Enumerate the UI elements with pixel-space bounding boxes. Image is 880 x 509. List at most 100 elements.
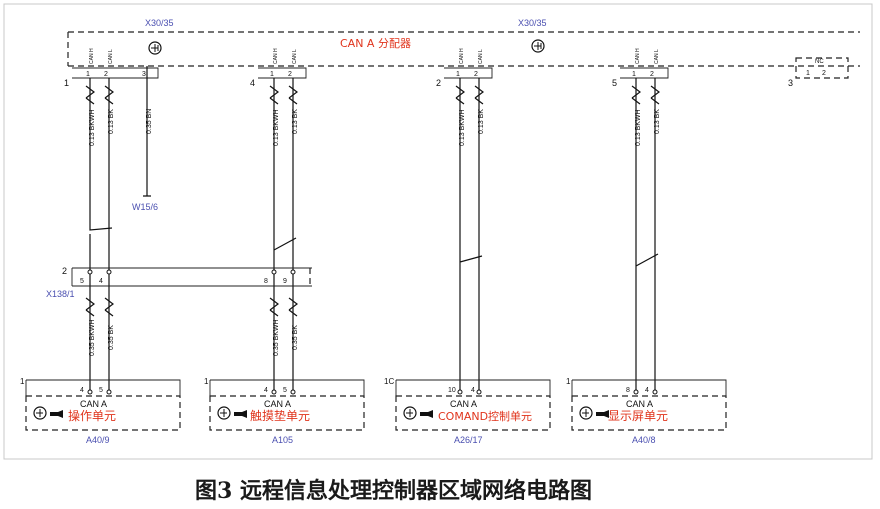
unit-pin: 4: [264, 387, 268, 394]
unit-pin: 5: [283, 387, 287, 394]
unit-can: CAN A: [264, 399, 291, 409]
nc-label: NC: [815, 59, 824, 65]
wire-bn: [143, 66, 151, 197]
x138-label: X138/1: [46, 289, 75, 299]
x138-terminals: [87, 269, 296, 275]
distributor-title: CAN A 分配器: [340, 37, 411, 50]
unit-name: 显示屏单元: [608, 409, 668, 423]
wire-label: 0.35 BK: [108, 325, 115, 350]
unit-pin: 8: [626, 387, 630, 394]
x138-pin: 5: [80, 278, 84, 285]
unit-pin: 1C: [384, 377, 394, 386]
x138-pin: 9: [283, 278, 287, 285]
can-h-label: CAN H: [459, 48, 465, 64]
nc-pin-1: 1: [806, 70, 810, 77]
pin-label-5: 5: [612, 78, 617, 88]
wire-label: 0.35 BKWH: [273, 319, 280, 356]
wire-label: 0.13 BKWH: [89, 109, 96, 146]
wire-label: 0.13 BK: [478, 109, 485, 134]
unit-pin: 4: [645, 387, 649, 394]
connector-block-5: [620, 67, 669, 79]
ground-symbol-icon: [148, 41, 162, 55]
ground-symbol-icon: [531, 39, 545, 53]
small-pin-1: 1: [632, 71, 636, 78]
small-pin-2: 2: [288, 71, 292, 78]
x138-pin: 4: [99, 278, 103, 285]
unit-code: A40/9: [86, 435, 110, 445]
ground-symbol-icon: [579, 406, 593, 420]
small-pin-2: 2: [474, 71, 478, 78]
x138-connector-box: [71, 267, 312, 287]
distributor-box: [67, 31, 860, 67]
x138-pin: 8: [264, 278, 268, 285]
can-l-label: CAN L: [654, 49, 660, 64]
pin-label-2: 2: [436, 78, 441, 88]
hand-pointer-icon: [234, 410, 247, 418]
wire-label: 0.13 BKWH: [273, 109, 280, 146]
unit-name: 操作单元: [68, 408, 116, 423]
small-pin-1: 1: [86, 71, 90, 78]
unit-block-a40-9: 1 4 5 CAN A 操作单元 A40/9: [20, 377, 181, 445]
figure-caption: 图3 远程信息处理控制器区域网络电路图: [195, 478, 592, 504]
twisted-pair-marks: [85, 85, 660, 105]
unit-terminals: [87, 389, 658, 395]
unit-pin: 10: [448, 387, 456, 394]
unit-can: CAN A: [80, 399, 107, 409]
connector-block-4: [258, 67, 307, 79]
connector-block-1: [72, 67, 159, 79]
small-pin-2: 2: [104, 71, 108, 78]
wire-can-h: [273, 78, 297, 392]
distributor-connector-left: X30/35: [145, 18, 174, 28]
wire-can-h: [459, 78, 483, 392]
hand-pointer-icon: [420, 410, 433, 418]
small-pin-3: 3: [142, 71, 146, 78]
small-pin-2: 2: [650, 71, 654, 78]
small-pin-1: 1: [456, 71, 460, 78]
unit-can: CAN A: [626, 399, 653, 409]
ground-point-label: W15/6: [132, 202, 158, 212]
x138-pin-2: 2: [62, 266, 67, 276]
ground-symbol-icon: [403, 406, 417, 420]
pin-label-4: 4: [250, 78, 255, 88]
wire-label: 0.13 BK: [654, 109, 661, 134]
can-h-label: CAN H: [635, 48, 641, 64]
wire-label: 0.35 BN: [146, 109, 153, 134]
wire-label: 0.35 BK: [292, 325, 299, 350]
can-l-label: CAN L: [292, 49, 298, 64]
can-l-label: CAN L: [478, 49, 484, 64]
unit-pin: 1: [204, 377, 209, 386]
wire-label: 0.35 BKWH: [89, 319, 96, 356]
unit-pin: 5: [99, 387, 103, 394]
can-h-label: CAN H: [89, 48, 95, 64]
unit-code: A40/8: [632, 435, 656, 445]
hand-pointer-icon: [596, 410, 609, 418]
unit-name: 触摸垫单元: [250, 408, 310, 423]
small-pin-1: 1: [270, 71, 274, 78]
unit-pin: 1: [20, 377, 25, 386]
can-h-label: CAN H: [273, 48, 279, 64]
wire-label: 0.13 BK: [292, 109, 299, 134]
unit-pin: 4: [80, 387, 84, 394]
unit-block-a105: 1 4 5 CAN A 触摸垫单元 A105: [204, 377, 365, 445]
twisted-pair-marks: [85, 297, 298, 317]
unit-can: CAN A: [450, 399, 477, 409]
wire-label: 0.13 BK: [108, 109, 115, 134]
nc-pin-2: 2: [822, 70, 826, 77]
connector-block-2: [444, 67, 493, 79]
hand-pointer-icon: [50, 410, 63, 418]
diagram-frame: [3, 3, 873, 460]
connector-block-nc: [795, 57, 849, 79]
wire-can-h: [635, 78, 659, 392]
can-l-label: CAN L: [108, 49, 114, 64]
pin-label-1: 1: [64, 78, 69, 88]
pin-label-3: 3: [788, 78, 793, 88]
wire-label: 0.13 BKWH: [459, 109, 466, 146]
unit-block-a40-8: 1 8 4 CAN A 显示屏单元 A40/8: [566, 377, 727, 445]
unit-block-a26-17: 1C 10 4 CAN A COMAND控制单元 A26/17: [384, 377, 551, 445]
wire-label: 0.13 BKWH: [635, 109, 642, 146]
ground-symbol-icon: [33, 406, 47, 420]
unit-code: A105: [272, 435, 293, 445]
unit-pin: 4: [471, 387, 475, 394]
unit-name: COMAND控制单元: [438, 409, 532, 423]
